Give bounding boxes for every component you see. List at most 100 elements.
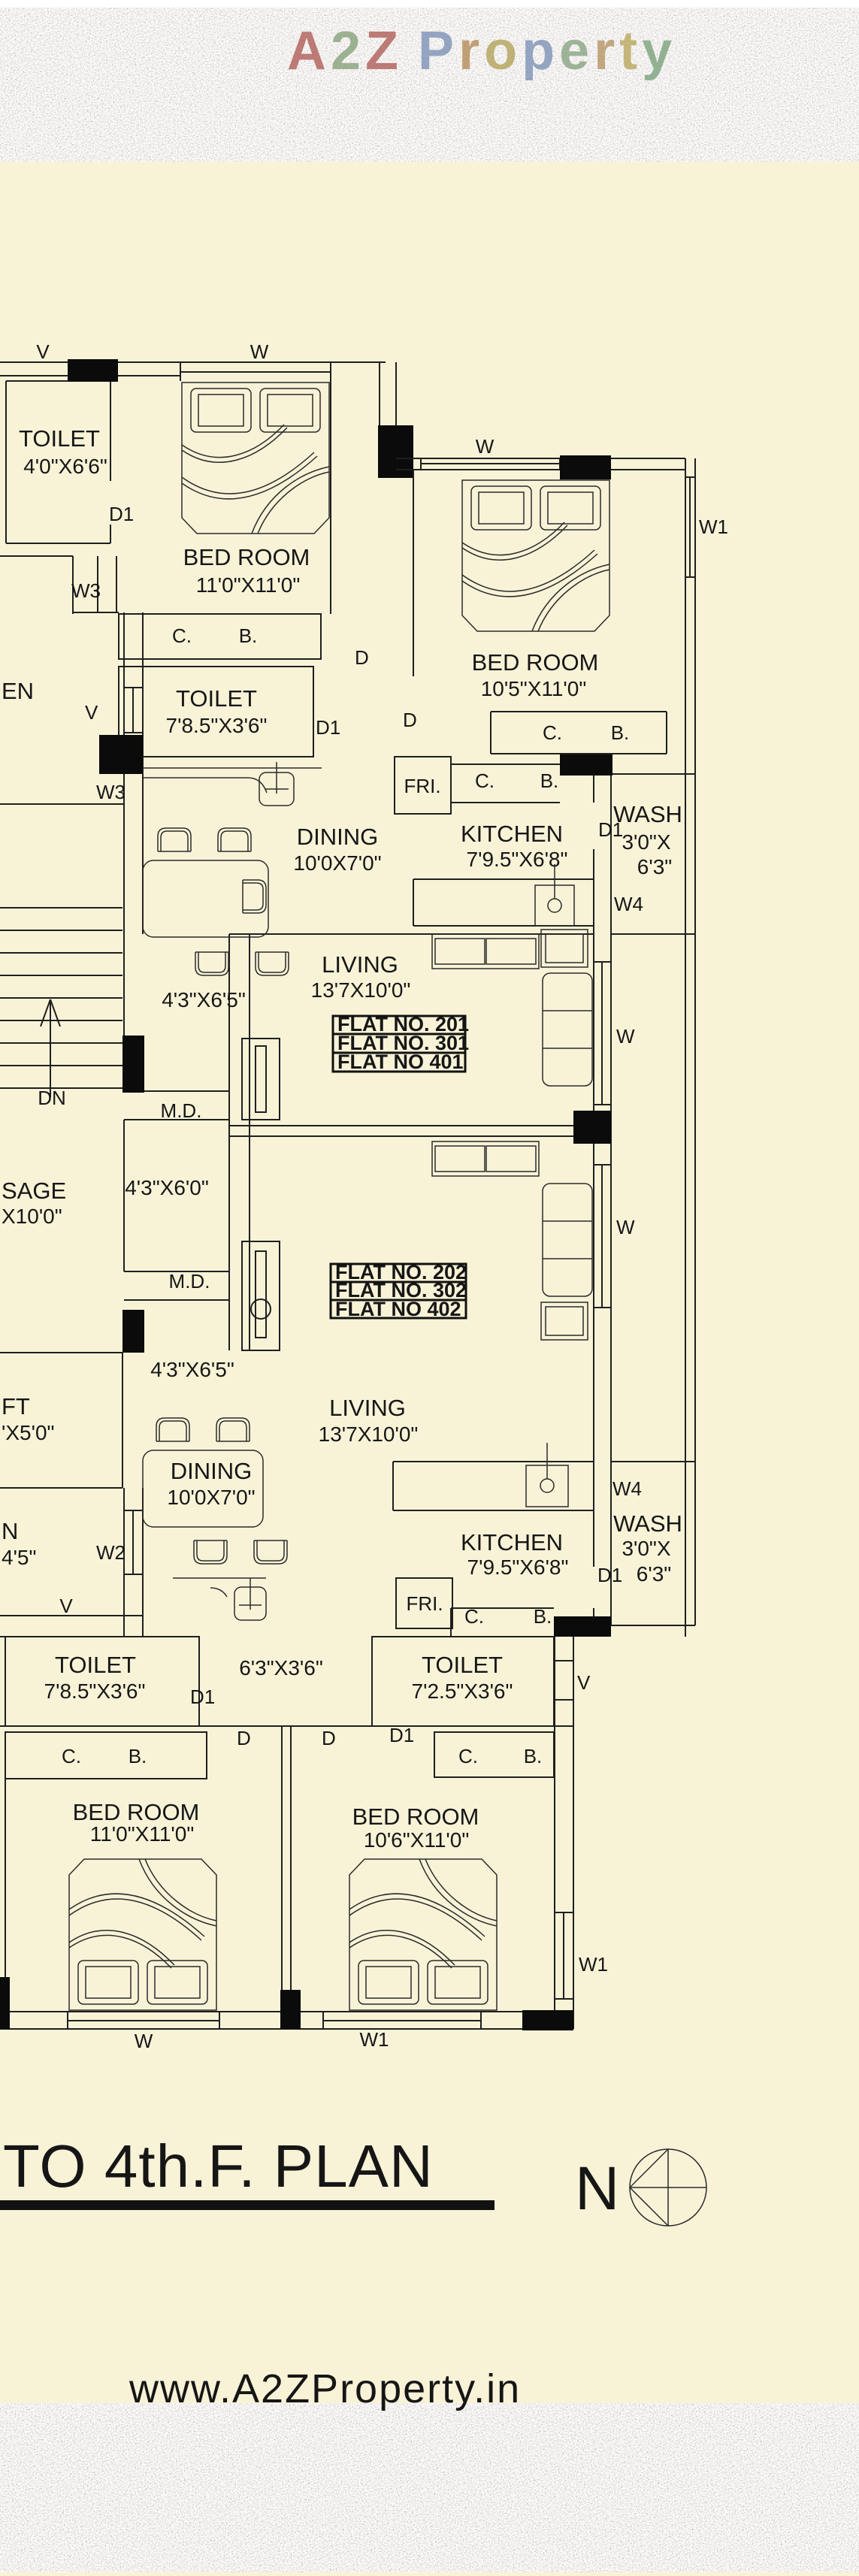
wall-block <box>0 1977 10 2029</box>
toilet-tl-label: TOILET <box>19 425 100 452</box>
corridor-dim: 6'3"X3'6" <box>239 1656 323 1680</box>
cupboard-c-label: C. <box>475 769 495 792</box>
logo-letter: r <box>594 21 619 81</box>
main-door-1-label: M.D. <box>161 1099 202 1122</box>
watermark: www.A2ZProperty.in <box>129 2366 521 2411</box>
window-v-label: V <box>36 340 50 363</box>
toilet-br-label: TOILET <box>422 1652 503 1678</box>
flat-numbers-box-1: FLAT NO. 201 FLAT NO. 301 FLAT NO 401 <box>331 1013 469 1073</box>
window-w-label: W <box>616 1216 635 1238</box>
living-bottom-dim: 13'7X10'0" <box>319 1423 419 1446</box>
wash-bottom-label: WASH <box>613 1510 682 1537</box>
wall-block <box>122 1310 144 1353</box>
wall-block <box>560 455 611 479</box>
wash-top-dim-b: 6'3" <box>637 855 672 878</box>
flat-no-402: FLAT NO 402 <box>335 1298 461 1320</box>
window-v-label: V <box>85 701 98 724</box>
toilet-2-dim: 7'8.5"X3'6" <box>166 714 268 737</box>
walls-passage-stairs <box>0 803 573 1637</box>
main-door-2-label: M.D. <box>169 1270 210 1293</box>
dining-bottom-dim: 10'0X7'0" <box>167 1486 255 1509</box>
living-bottom-label: LIVING <box>329 1395 406 1421</box>
window-w3-label: W3 <box>71 579 101 602</box>
door-d1-label: D1 <box>190 1686 215 1708</box>
window-w1-label: W1 <box>360 2028 389 2051</box>
bed-top-right <box>461 479 610 632</box>
lobby-dim: 4'3"X6'0" <box>125 1176 209 1199</box>
bottom-granite-band <box>0 2403 859 2572</box>
adjacent-room-n-cut: N <box>2 1518 18 1544</box>
logo-letter: p <box>522 21 559 81</box>
door-d-label: D <box>322 1727 336 1749</box>
wash-top-dim-a: 3'0"X <box>622 830 670 854</box>
fridge-label: FRI. <box>404 775 440 797</box>
dining-set-top <box>142 827 289 976</box>
flat-no-401: FLAT NO 401 <box>337 1051 464 1073</box>
bedroom-br-label: BED ROOM <box>352 1804 479 1830</box>
bed-bottom-right <box>349 1858 498 2011</box>
walls-bottom-flat <box>0 1461 695 2030</box>
title-underline <box>0 2200 495 2210</box>
toilet-bl-label: TOILET <box>55 1652 136 1678</box>
wall-block <box>99 735 143 774</box>
logo-letter: Z <box>365 21 403 81</box>
bedroom-bl-label: BED ROOM <box>73 1799 200 1825</box>
lift-dim-cut: 'X5'0" <box>2 1421 54 1444</box>
door-d1-label: D1 <box>598 818 623 841</box>
door-d1-label: D1 <box>389 1724 414 1746</box>
plan-title: TO 4th.F. PLAN <box>3 2133 434 2200</box>
cupboard-b-label: B. <box>534 1605 552 1628</box>
cupboard-b-label: B. <box>129 1745 147 1767</box>
window-w4-label: W4 <box>612 1477 642 1500</box>
adjacent-dim-cut: 4'5" <box>2 1546 36 1569</box>
cupboard-c-label: C. <box>464 1605 484 1628</box>
north-compass: N <box>575 2148 707 2227</box>
window-w-label: W <box>476 435 495 458</box>
wash-bottom-dim-a: 3'0"X <box>622 1537 670 1560</box>
bedroom-tr-label: BED ROOM <box>472 649 599 676</box>
logo-letter: 2 <box>331 21 365 81</box>
cupboard-c-label: C. <box>62 1745 81 1767</box>
window-w-label: W <box>616 1025 635 1048</box>
window-w1-label: W1 <box>699 516 728 538</box>
dining-top-dim: 10'0X7'0" <box>293 851 381 875</box>
bed-top-left <box>181 382 330 534</box>
flat-no-202: FLAT NO. 202 <box>335 1261 467 1283</box>
toilet-br-dim: 7'2.5"X3'6" <box>412 1680 513 1703</box>
kitchen-top-dim: 7'9.5"X6'8" <box>467 848 568 871</box>
wall-block <box>554 1616 611 1637</box>
wall-block <box>522 2010 573 2030</box>
top-granite-band <box>0 0 859 162</box>
window-v-label: V <box>577 1671 591 1694</box>
window-w-label: W <box>135 2030 153 2052</box>
wall-block <box>68 359 118 382</box>
fridge-label: FRI. <box>406 1592 443 1615</box>
kitchen-sink-top <box>534 864 575 927</box>
logo-letter: y <box>642 21 676 81</box>
dining-bottom-label: DINING <box>171 1458 253 1484</box>
living-top-label: LIVING <box>322 951 398 978</box>
passage-label-cut: SAGE <box>2 1178 66 1204</box>
adjacent-room-cut: EN <box>2 678 34 704</box>
wall-block <box>573 1111 611 1144</box>
cupboard-b-label: B. <box>239 624 258 647</box>
bedroom-tl-dim: 11'0"X11'0" <box>196 573 301 597</box>
bed-bottom-left <box>68 1858 217 2011</box>
sofa-top-living <box>431 929 593 1087</box>
wash-bottom-dim-b: 6'3" <box>637 1562 671 1586</box>
cupboard-c-label: C. <box>172 624 192 647</box>
logo-letter: o <box>484 21 522 81</box>
kitchen-top-label: KITCHEN <box>461 821 563 847</box>
flat-no-301: FLAT NO. 301 <box>337 1032 469 1054</box>
cupboard-b-label: B. <box>611 721 630 744</box>
dim-4-3x6-5: 4'3"X6'5" <box>150 1358 234 1381</box>
kitchen-bottom-label: KITCHEN <box>461 1529 563 1556</box>
living-top-dim: 13'7X10'0" <box>311 978 411 1002</box>
window-w1-label: W1 <box>579 1953 608 1976</box>
window-v-label: V <box>59 1595 73 1617</box>
logo-letter: e <box>559 21 594 81</box>
toilet-bl-dim: 7'8.5"X3'6" <box>44 1680 146 1703</box>
washbasin-top <box>143 762 322 806</box>
